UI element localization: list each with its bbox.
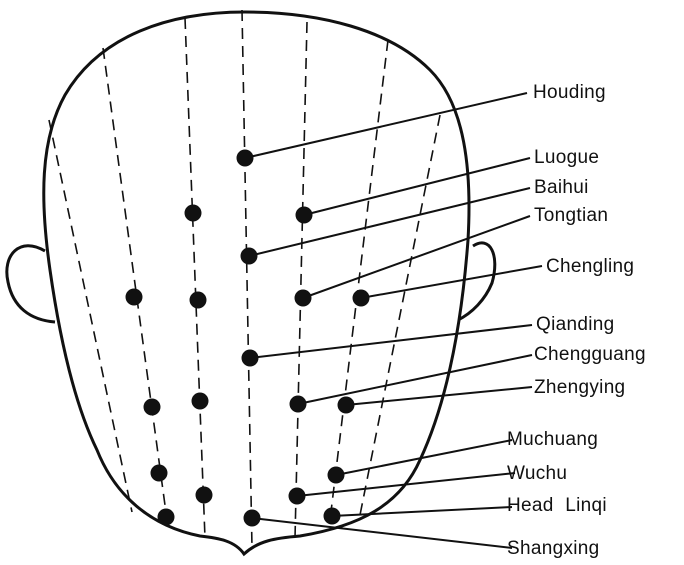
right-ear [457,241,497,322]
acupoints [125,149,370,527]
leader-line-muchuang [335,439,513,476]
point-houding [236,149,254,167]
label-luogue: Luogue [534,147,600,168]
leader-line-chengling [360,265,543,299]
label-qianding: Qianding [536,314,615,335]
meridian-line [48,119,133,513]
acupoint [189,291,207,309]
point-chengguang [289,395,307,413]
acupoint [150,464,168,482]
label-muchuang: Muchuang [507,429,599,450]
point-baihui [240,247,258,265]
label-chengling: Chengling [546,256,635,277]
label-head-linqi: Head Linqi [507,495,607,516]
leader-line-wuchu [296,472,516,497]
point-qianding [241,349,259,367]
label-zhengying: Zhengying [534,377,626,398]
label-baihui: Baihui [534,177,589,198]
head-outline [42,10,471,557]
leader-lines [244,92,543,549]
acupoint [157,508,175,526]
leader-line-baihui [248,187,531,257]
label-tongtian: Tongtian [534,205,609,226]
point-wuchu [288,487,306,505]
point-chengling [352,289,370,307]
acupoint [195,486,213,504]
label-wuchu: Wuchu [507,463,568,484]
meridian-line [329,39,389,521]
meridian-lines [48,9,441,549]
point-shangxing [243,509,261,527]
acupoint [125,288,143,306]
leader-line-luogue [303,157,531,216]
leader-line-head-linqi [331,506,513,517]
leader-line-houding [244,92,528,159]
point-tongtian [294,289,312,307]
meridian-line [359,114,441,516]
point-zhengying [337,396,355,414]
leader-line-zhengying [345,386,533,406]
label-shangxing: Shangxing [507,538,600,559]
leader-line-tongtian [302,215,531,299]
label-houding: Houding [533,82,606,103]
meridian-line [294,21,308,539]
left-ear [5,244,56,324]
label-chengguang: Chengguang [534,344,646,365]
point-head-linqi [323,507,341,525]
leader-line-shangxing [251,517,513,549]
acupoint [191,392,209,410]
leader-line-chengguang [297,354,533,405]
meridian-line [184,17,206,539]
point-muchuang [327,466,345,484]
meridian-line [102,47,168,521]
acupoint [184,204,202,222]
point-luogue [295,206,313,224]
leader-line-qianding [249,324,533,359]
acupoint [143,398,161,416]
